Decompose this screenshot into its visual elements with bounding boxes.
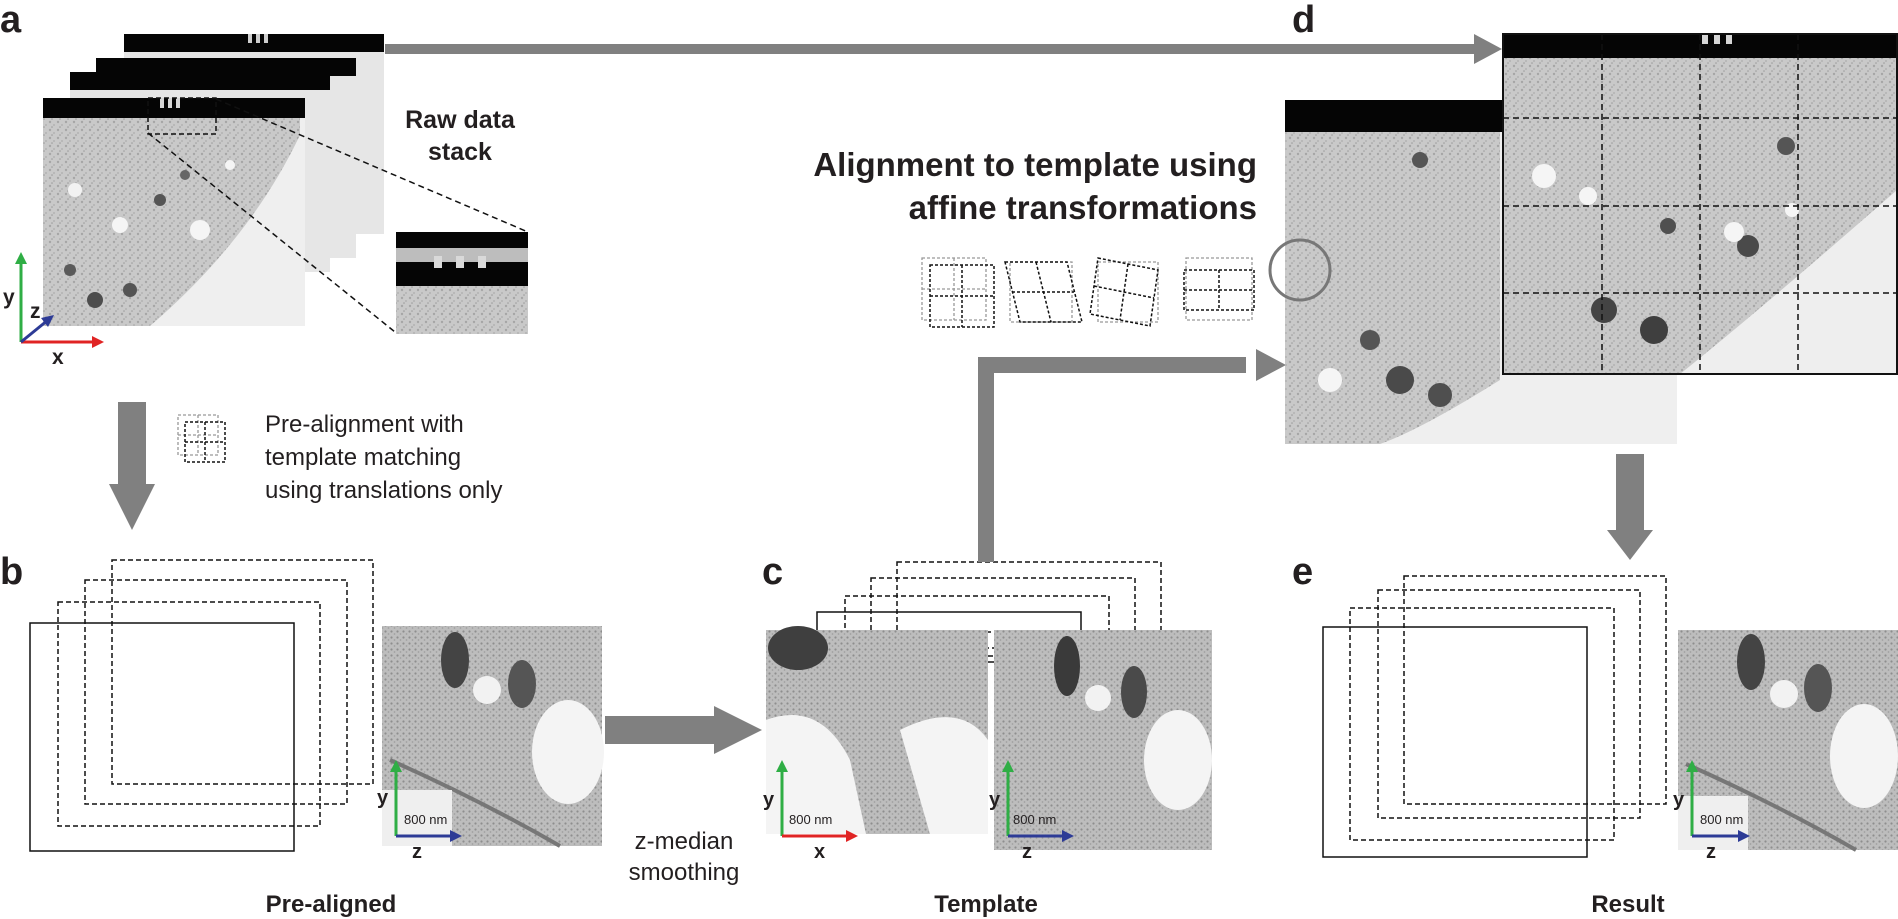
axes-c-left: y x 800 nm [763, 760, 858, 863]
prealign-label-3: using translations only [265, 477, 502, 504]
axis-z-a: z [30, 300, 41, 323]
panel-label-b: b [0, 551, 23, 593]
arrow-a-to-d [385, 34, 1502, 64]
prealign-label-1: Pre-alignment with [265, 411, 464, 438]
raw-stack-label-2: stack [428, 138, 492, 166]
arrow-c-to-d [978, 349, 1286, 562]
axis-z-b: z [412, 841, 422, 863]
zmedian-label-1: z-median [635, 828, 734, 855]
raw-stack-label-1: Raw data [405, 106, 516, 134]
affine-label-2: affine transformations [909, 189, 1257, 226]
icon-scale [1183, 257, 1255, 321]
icon-rotation [1089, 257, 1159, 327]
panel-label-e: e [1292, 551, 1313, 593]
axes-c-right: y z 800 nm [989, 760, 1074, 863]
panel-label-a: a [0, 0, 22, 41]
zoom-inset [396, 232, 528, 334]
template-image-right [994, 630, 1212, 850]
axis-x-a: x [52, 346, 64, 369]
panel-c: c y x 800 nm [762, 551, 1212, 918]
axes-e: y z 800 nm [1673, 760, 1750, 863]
panel-label-d: d [1292, 0, 1315, 41]
arrow-a-to-b [109, 402, 155, 530]
axis-y-e: y [1673, 789, 1685, 811]
affine-label-1: Alignment to template using [813, 146, 1257, 183]
caption-b: Pre-aligned [266, 891, 397, 918]
scale-b: 800 nm [404, 812, 447, 827]
scale-c-left: 800 nm [789, 812, 832, 827]
caption-c: Template [934, 891, 1038, 918]
panel-label-c: c [762, 551, 783, 593]
axis-y-a: y [3, 286, 15, 309]
zmedian-label-2: smoothing [629, 859, 740, 886]
em-image-e [1678, 630, 1898, 852]
scale-c-right: 800 nm [1013, 812, 1056, 827]
prealign-icon [177, 414, 226, 463]
axis-y-b: y [377, 787, 389, 809]
icon-shear [1004, 261, 1083, 323]
raw-stack-slices [43, 34, 384, 326]
arrow-d-to-e [1607, 454, 1653, 560]
prealign-label-2: template matching [265, 444, 461, 471]
axes-a: y z x [3, 252, 104, 369]
arrow-b-to-c [605, 706, 762, 754]
axes-b: y z 800 nm [377, 760, 462, 863]
axis-z-e: z [1706, 841, 1716, 863]
axis-z-c-right: z [1022, 841, 1032, 863]
panel-e: e y z 800 nm Result [1292, 551, 1898, 918]
affine-icons [921, 257, 1255, 328]
em-image-d-front [1502, 33, 1898, 375]
panel-b: b y z 800 nm Pre-aligned [0, 551, 604, 918]
panel-d: d Alignment to template using affine tra… [813, 0, 1898, 444]
caption-e: Result [1591, 891, 1664, 918]
icon-translation [921, 257, 995, 328]
panel-a: a [0, 0, 529, 369]
scale-e: 800 nm [1700, 812, 1743, 827]
axis-y-c-left: y [763, 789, 775, 811]
axis-y-c-right: y [989, 789, 1001, 811]
template-image-left [766, 626, 988, 834]
axis-x-c-left: x [814, 841, 825, 863]
